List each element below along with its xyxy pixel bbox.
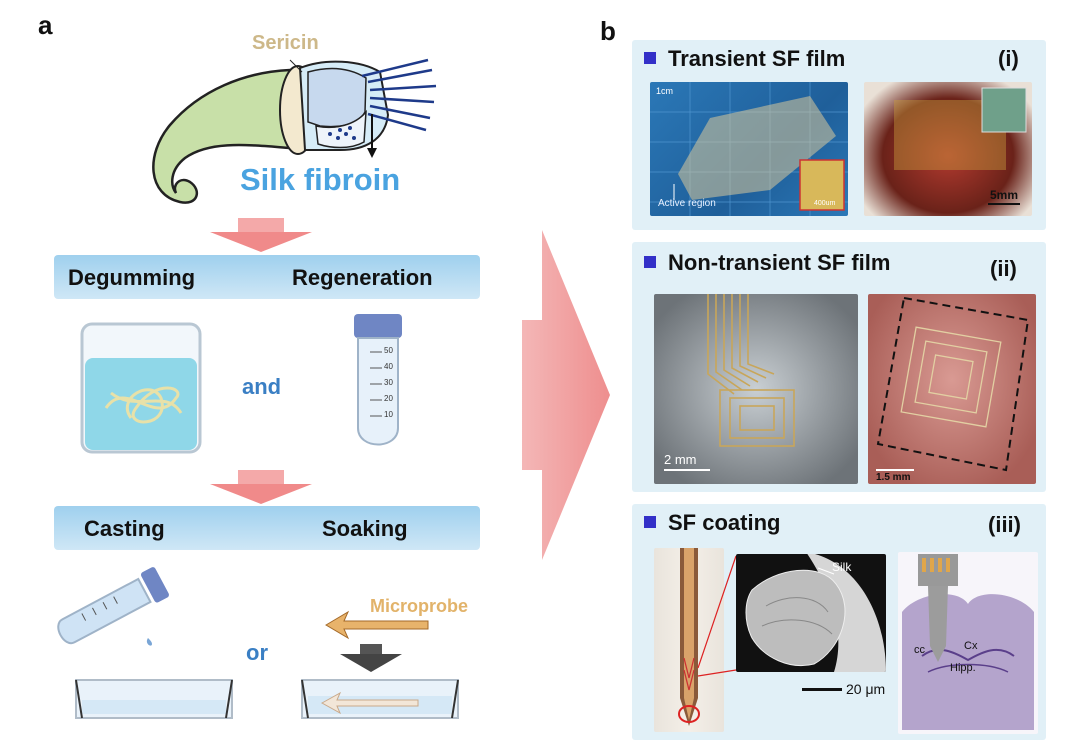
degumming-regeneration-bar: Degumming Regeneration	[54, 255, 480, 299]
transient-film-photo-1: 1cm Active region 400um	[650, 82, 848, 216]
bullet-square	[644, 516, 656, 528]
scale-1-5mm: 1.5 mm	[876, 472, 911, 483]
tube-tick-20: 20	[384, 394, 393, 403]
down-arrow-1	[210, 218, 312, 252]
microprobe-label: Microprobe	[370, 596, 469, 616]
transient-sf-film-box: Transient SF film (i) 1cm Active region …	[632, 40, 1046, 230]
box1-number: (i)	[998, 46, 1019, 71]
silk-fibroin-label: Silk fibroin	[240, 162, 401, 197]
silk-label: Silk	[832, 560, 852, 574]
centrifuge-tube-illustration	[354, 314, 402, 446]
scale-20um: 20 μm	[846, 681, 886, 697]
tube-tick-50: 50	[384, 346, 393, 355]
zoom-lines	[697, 555, 737, 677]
non-transient-sf-film-title: Non-transient SF film	[668, 250, 891, 275]
box2-number: (ii)	[990, 256, 1017, 281]
tube-tick-40: 40	[384, 362, 393, 371]
casting-tray	[75, 679, 233, 719]
sf-coating-box: SF coating (iii) Silk 20 μm	[632, 504, 1046, 740]
degumming-label: Degumming	[68, 265, 196, 290]
cocoon-illustration	[152, 58, 437, 204]
casting-soaking-bar: Casting Soaking	[54, 506, 480, 550]
bullet-square	[644, 52, 656, 64]
panel-b-letter: b	[600, 16, 616, 46]
big-right-arrow	[522, 230, 610, 560]
casting-label: Casting	[84, 516, 165, 541]
panel-a-letter: a	[38, 10, 53, 40]
scale-5mm: 5mm	[990, 188, 1019, 202]
and-label: and	[242, 374, 282, 399]
sf-coating-title: SF coating	[668, 510, 781, 535]
soaking-label: Soaking	[322, 516, 408, 541]
active-region-label: Active region	[658, 198, 716, 209]
transient-film-photo-2: 5mm	[864, 82, 1032, 216]
beaker-illustration	[80, 322, 202, 454]
inset-scale-label: 400um	[814, 200, 836, 207]
regeneration-label: Regeneration	[292, 265, 433, 290]
scale-1cm: 1cm	[656, 86, 674, 96]
or-label: or	[246, 640, 268, 665]
cx-label: Cx	[964, 640, 978, 652]
bullet-square	[644, 256, 656, 268]
tube-tick-10: 10	[384, 410, 393, 419]
microprobe-illustration	[325, 610, 429, 640]
non-transient-sf-film-box: Non-transient SF film (ii) 2 mm 1.5 mm	[632, 242, 1046, 492]
hipp-label: Hipp.	[950, 662, 976, 674]
transient-sf-film-title: Transient SF film	[668, 46, 846, 71]
sem-scale-bar	[802, 688, 842, 691]
down-arrow-2	[210, 470, 312, 504]
gray-down-arrow	[340, 644, 402, 672]
cc-label: cc	[914, 644, 925, 656]
coated-probe-photo	[654, 548, 724, 732]
sem-image: Silk	[736, 554, 886, 672]
scale-2mm: 2 mm	[664, 452, 697, 467]
non-transient-film-photo-1: 2 mm	[654, 294, 858, 484]
sericin-label: Sericin	[252, 32, 319, 54]
brain-section-diagram: Cx cc Hipp.	[898, 552, 1038, 734]
tube-tick-30: 30	[384, 378, 393, 387]
box3-number: (iii)	[988, 512, 1021, 537]
pouring-tube-illustration	[57, 567, 169, 646]
non-transient-film-photo-2: 1.5 mm	[868, 294, 1036, 484]
soaking-tray	[301, 679, 459, 719]
